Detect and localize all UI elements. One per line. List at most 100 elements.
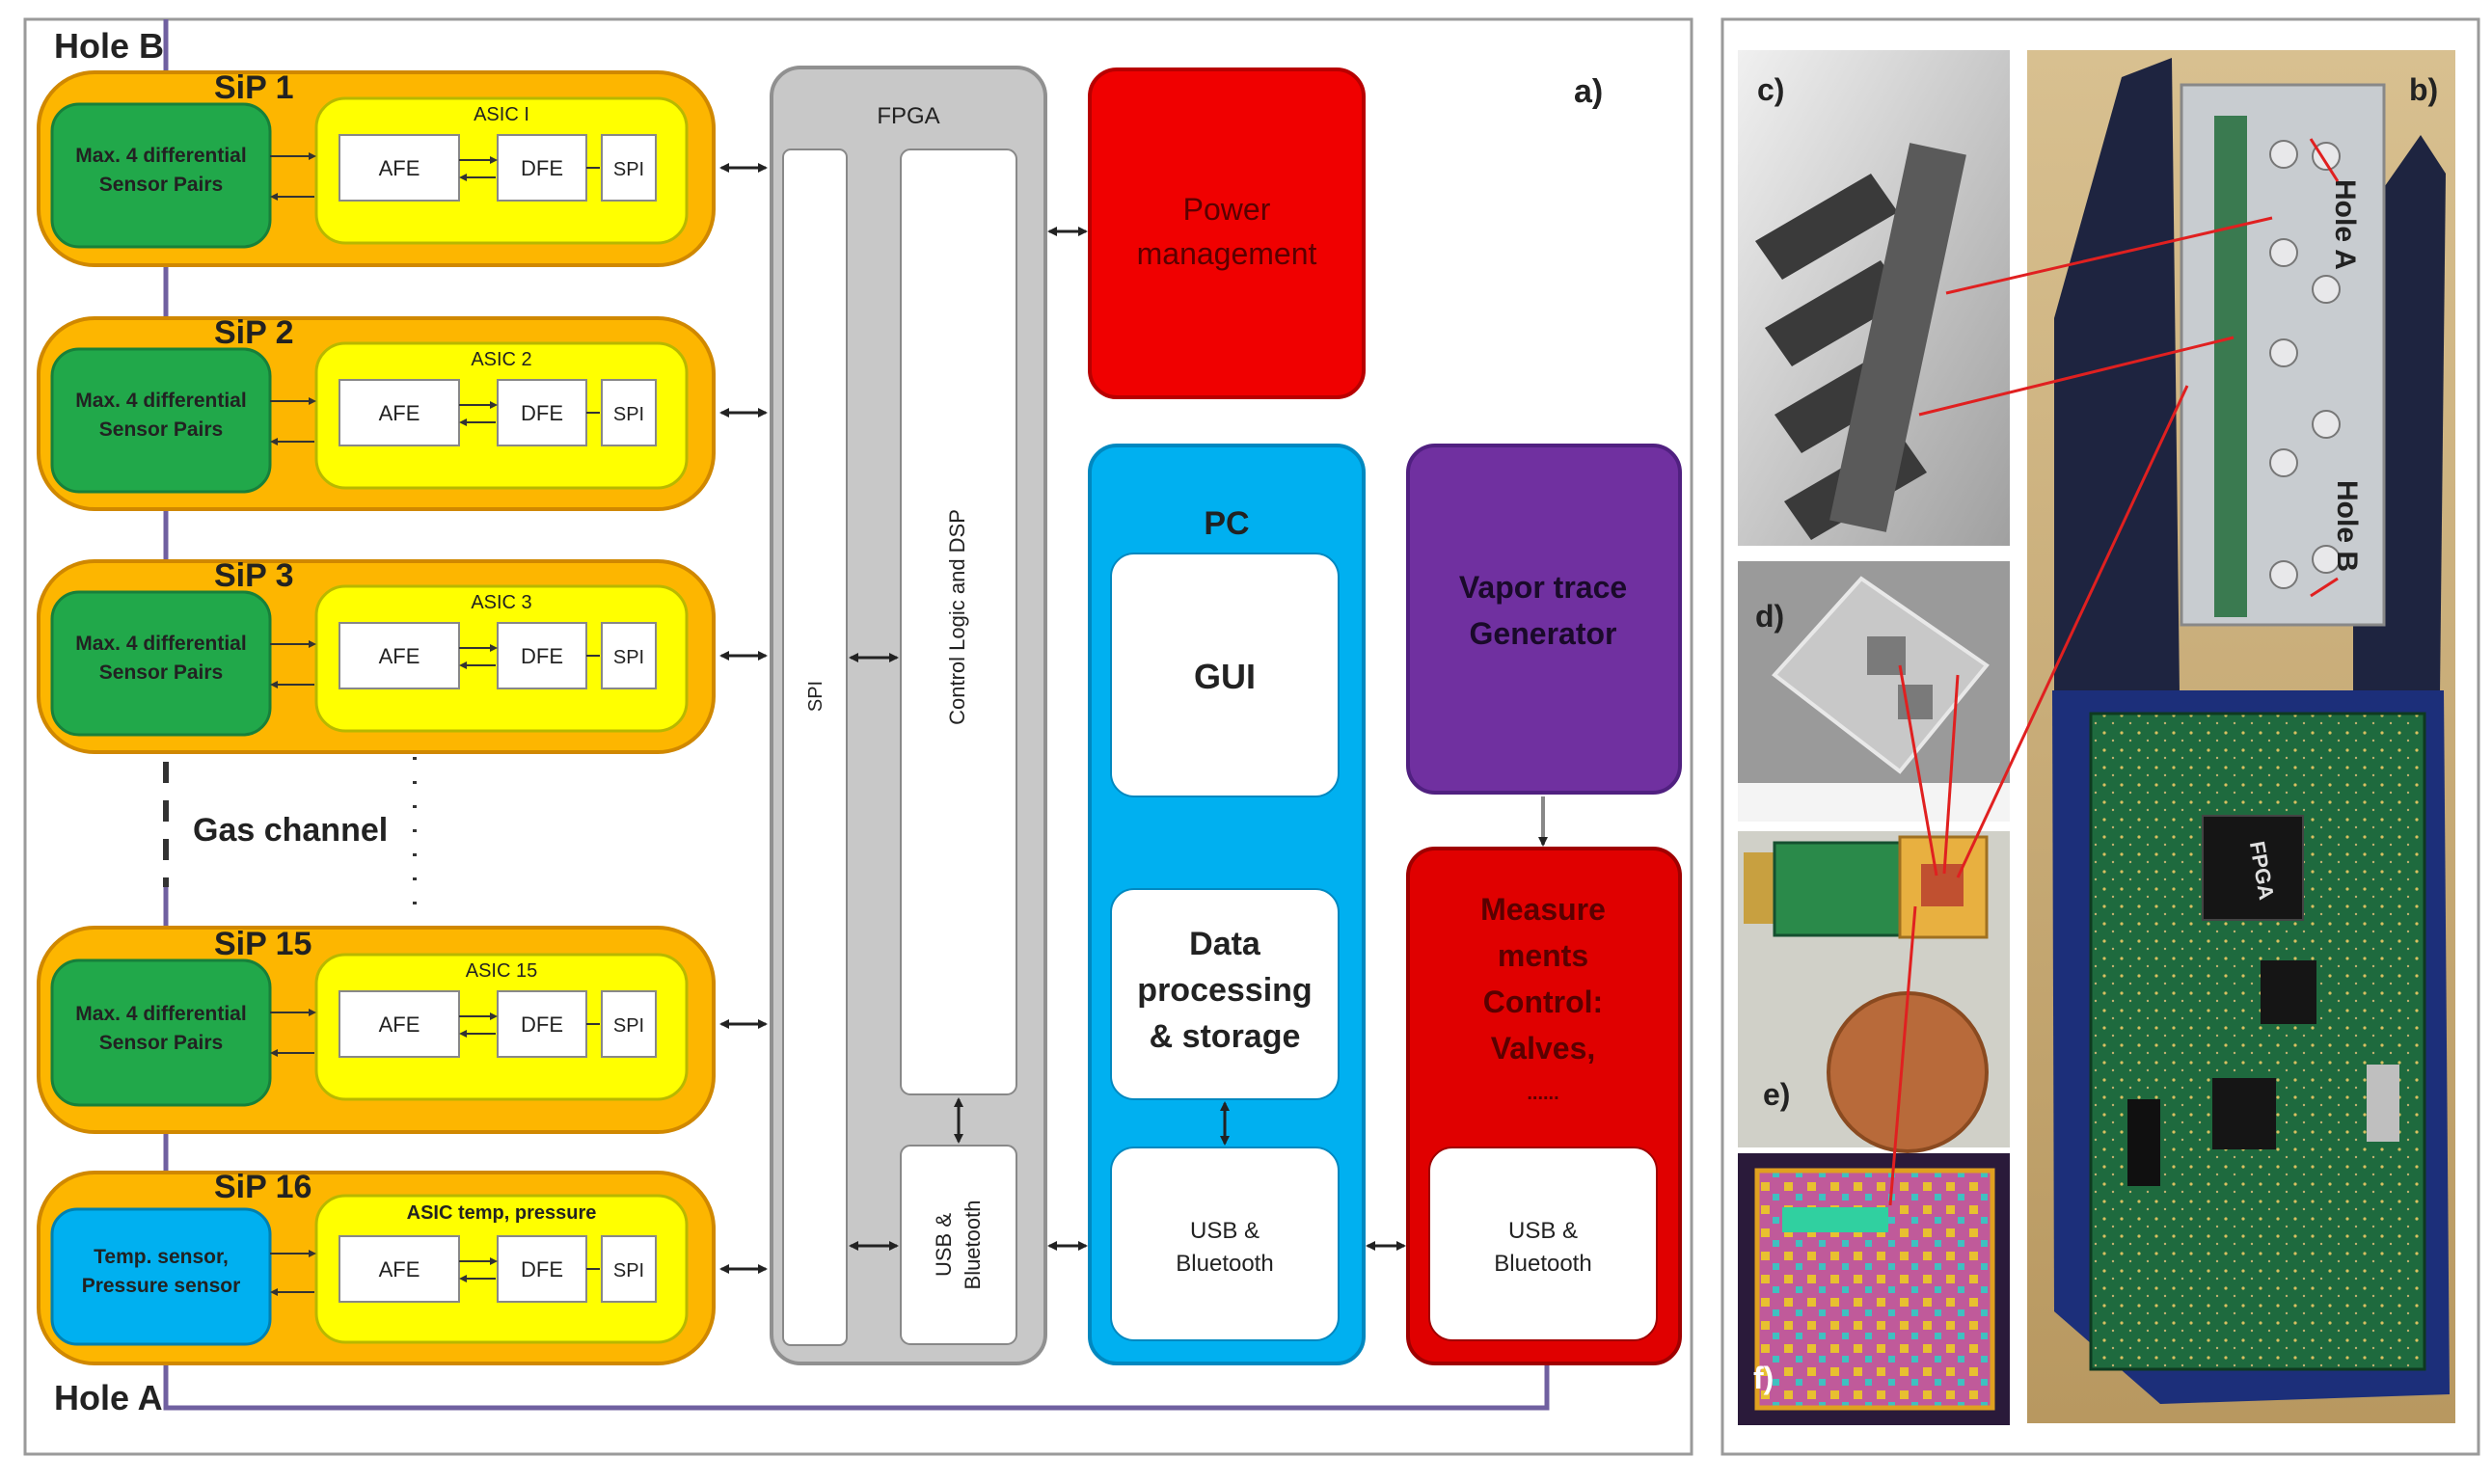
pc-block: PC GUI Data processing & storage USB & B… xyxy=(1088,444,1366,1365)
fpga-usb-label: USB & xyxy=(932,1213,956,1277)
data-processing-box xyxy=(1110,888,1340,1100)
dfe-label: DFE xyxy=(521,644,563,668)
sensor-label: Sensor Pairs xyxy=(99,418,223,441)
asic-label: ASIC 2 xyxy=(471,349,531,370)
hole-a-photo-label: Hole A xyxy=(2329,179,2361,270)
sip-title: SiP 15 xyxy=(214,926,312,962)
photo-label-b: b) xyxy=(2409,72,2438,107)
dfe-block xyxy=(497,134,587,202)
sensor-label: Sensor Pairs xyxy=(99,661,223,684)
spi-label: SPI xyxy=(613,404,644,425)
sip-3: SiP 3 Max. 4 differential Sensor Pairs A… xyxy=(37,557,768,754)
power-label: Power xyxy=(1183,192,1271,227)
gas-pipe xyxy=(163,19,1550,1411)
measure-label: ments xyxy=(1498,938,1588,973)
spi-block xyxy=(601,134,657,202)
photo-label-d: d) xyxy=(1755,599,1784,634)
spi-label: SPI xyxy=(613,1015,644,1037)
asic-label: ASIC 15 xyxy=(466,960,537,982)
asic-label: ASIC temp, pressure xyxy=(407,1202,597,1224)
spi-label: SPI xyxy=(613,647,644,668)
asic-label: ASIC 3 xyxy=(471,592,531,613)
gui-box xyxy=(1110,553,1340,797)
afe-block xyxy=(339,379,460,446)
afe-block xyxy=(339,1235,460,1303)
membrane-sem-photo: d) xyxy=(1738,561,2010,822)
dfe-label: DFE xyxy=(521,1012,563,1037)
sensor-pairs-box xyxy=(50,590,272,737)
sip-16: SiP 16 Temp. sensor, Pressure sensor ASI… xyxy=(37,1169,768,1365)
vapor-trace-generator-block xyxy=(1406,444,1682,795)
fpga-chip xyxy=(2202,815,2304,921)
sensor-label: Max. 4 differential xyxy=(75,1003,246,1025)
sensor-label: Max. 4 differential xyxy=(75,390,246,412)
measure-label: Control: xyxy=(1483,985,1603,1019)
measure-usb-label: USB & xyxy=(1508,1218,1578,1244)
dfe-label: DFE xyxy=(521,1257,563,1282)
power-management-block xyxy=(1088,67,1366,399)
afe-block xyxy=(339,990,460,1058)
measure-label: Measure xyxy=(1480,892,1606,927)
gui-label: GUI xyxy=(1194,657,1256,696)
measure-usb-bluetooth xyxy=(1428,1147,1658,1341)
afe-block xyxy=(339,622,460,689)
data-processing-label: & storage xyxy=(1150,1018,1301,1055)
sip-2: SiP 2 Max. 4 differential Sensor Pairs A… xyxy=(37,314,768,511)
control-logic-label: Control Logic and DSP xyxy=(945,509,969,725)
sensor-label: Temp. sensor, xyxy=(94,1246,229,1268)
sensor-pairs-box xyxy=(50,958,272,1107)
photo-label-c: c) xyxy=(1757,72,1784,107)
spi-label: SPI xyxy=(613,159,644,180)
afe-label: AFE xyxy=(379,1257,420,1282)
fpga-spi-label: SPI xyxy=(805,681,826,712)
sensor-label: Max. 4 differential xyxy=(75,145,246,167)
sensor-label: Sensor Pairs xyxy=(99,174,223,196)
sip-coin-photo: e) xyxy=(1738,831,2010,1153)
temp-pressure-sensor-box xyxy=(50,1207,272,1346)
hole-b-photo-label: Hole B xyxy=(2331,480,2363,572)
dfe-label: DFE xyxy=(521,156,563,180)
photo-connector-lines xyxy=(1888,138,2340,1206)
power-label: management xyxy=(1137,236,1317,271)
measure-label: Valves, xyxy=(1491,1031,1596,1066)
fpga-usb-label: Bluetooth xyxy=(961,1201,985,1290)
afe-label: AFE xyxy=(379,401,420,425)
sensor-label: Pressure sensor xyxy=(82,1275,241,1297)
dfe-label: DFE xyxy=(521,401,563,425)
sip-title: SiP 1 xyxy=(214,69,294,106)
fpga-block: FPGA SPI Control Logic and DSP USB & Blu… xyxy=(770,66,1047,1365)
vapor-label: Generator xyxy=(1470,616,1617,651)
spi-block xyxy=(601,990,657,1058)
fpga-spi-column xyxy=(782,148,848,1346)
pc-title: PC xyxy=(1204,505,1249,542)
spi-block xyxy=(601,622,657,689)
photo-label-e: e) xyxy=(1763,1077,1790,1112)
sip-1: SiP 1 Max. 4 differential Sensor Pairs A… xyxy=(37,69,768,267)
spi-block xyxy=(601,379,657,446)
vapor-label: Vapor trace xyxy=(1459,570,1627,605)
control-logic-column xyxy=(900,148,1017,1095)
gas-channel-label: Gas channel xyxy=(193,812,388,849)
dfe-block xyxy=(497,1235,587,1303)
fpga-usb-bluetooth xyxy=(900,1145,1017,1345)
hole-a-label: Hole A xyxy=(54,1378,163,1417)
afe-block xyxy=(339,134,460,202)
afe-label: AFE xyxy=(379,1012,420,1037)
spi-block xyxy=(601,1235,657,1303)
measurements-control-block: Measure ments Control: Valves, ...... US… xyxy=(1406,847,1682,1365)
fpga-title: FPGA xyxy=(877,103,939,129)
sip-15: SiP 15 Max. 4 differential Sensor Pairs … xyxy=(37,926,768,1134)
afe-label: AFE xyxy=(379,156,420,180)
sip-title: SiP 2 xyxy=(214,314,294,351)
sip-title: SiP 16 xyxy=(214,1169,312,1205)
data-processing-label: Data xyxy=(1189,926,1261,962)
sip-title: SiP 3 xyxy=(214,557,294,594)
sensor-pairs-box xyxy=(50,347,272,494)
panel-a-label: a) xyxy=(1574,73,1603,110)
afe-label: AFE xyxy=(379,644,420,668)
pc-usb-label: Bluetooth xyxy=(1176,1251,1273,1277)
spi-label: SPI xyxy=(613,1260,644,1282)
pc-usb-label: USB & xyxy=(1190,1218,1260,1244)
photo-label-f: f) xyxy=(1753,1361,1774,1395)
measure-label: ...... xyxy=(1527,1083,1558,1104)
